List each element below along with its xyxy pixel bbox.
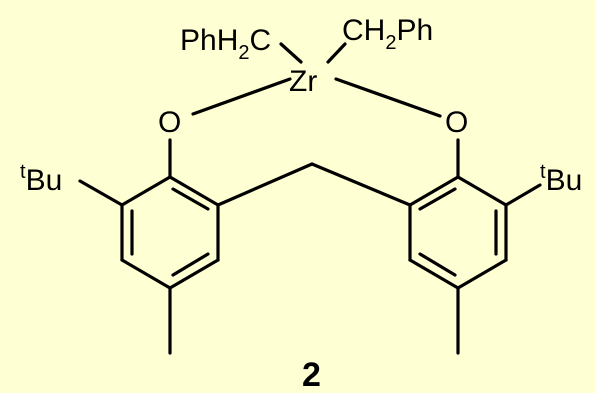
ring-left-double-2	[171, 252, 210, 277]
ring-left-bond-1	[168, 175, 220, 207]
ring-left-bond-4	[120, 258, 172, 290]
bond-bridge-left	[216, 162, 314, 207]
ring-left-bond-6	[120, 175, 172, 207]
bond-zr-o-right	[334, 77, 442, 118]
left-benzyl-label: PhH2C	[180, 24, 271, 64]
tbu-right-label: tBu	[540, 161, 582, 197]
ring-right-bond-3	[408, 258, 460, 290]
bond-bridge-right	[310, 162, 412, 207]
ring-right-double-1	[418, 187, 457, 211]
right-aryl-ring	[408, 138, 542, 355]
bond-ring-left-tbu	[78, 179, 124, 207]
ring-left-double-1	[171, 187, 210, 211]
ring-right-bond-1	[408, 175, 460, 207]
left-aryl-ring	[78, 138, 220, 355]
compound-number: 2	[302, 356, 321, 393]
ring-right-bond-4	[456, 258, 508, 290]
bond-ch2-left-zr	[279, 42, 303, 64]
oxygen-left-label: O	[158, 106, 181, 139]
bond-ring-right-tbu	[504, 183, 542, 207]
oxygen-right-label: O	[445, 106, 468, 139]
ring-right-double-2	[418, 252, 457, 277]
bond-zr-o-left	[191, 77, 292, 116]
tbu-left-label: tBu	[20, 161, 62, 197]
zirconium-label: Zr	[289, 65, 317, 98]
bond-ch2-right-zr	[326, 42, 347, 64]
ring-left-bond-3	[168, 258, 220, 290]
right-benzyl-label: CH2Ph	[342, 14, 433, 54]
ring-right-bond-6	[456, 175, 508, 207]
